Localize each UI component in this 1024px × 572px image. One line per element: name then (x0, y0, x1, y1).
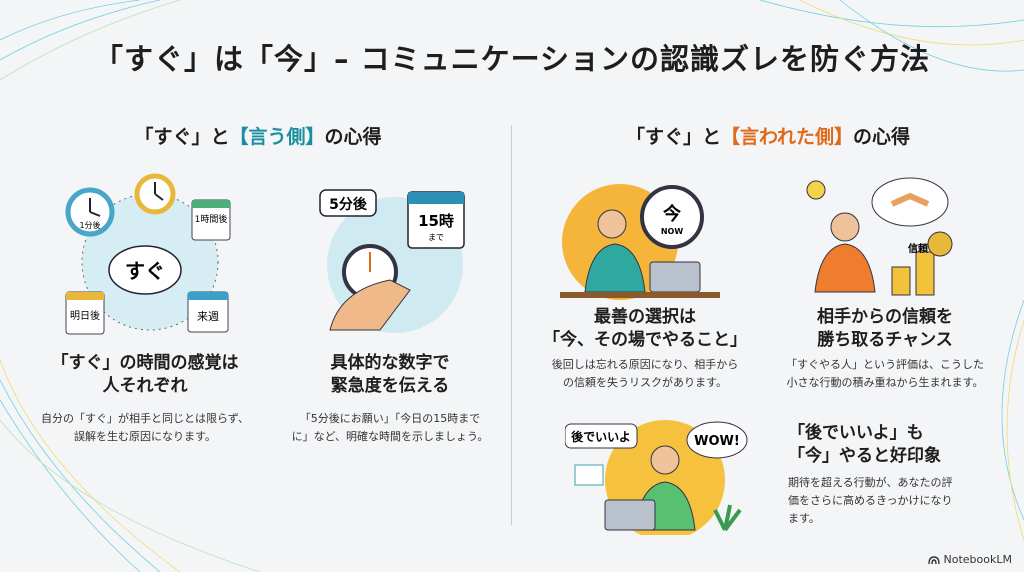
notebooklm-logo-icon (927, 555, 940, 564)
now-label: NOW (661, 227, 683, 236)
bubble-label: 5分後 (329, 196, 368, 213)
section-heading-listener: 「すぐ」と【言われた側】の心得 (568, 122, 968, 149)
wow-label: WOW! (694, 434, 740, 449)
hand-icon (329, 279, 411, 331)
card-trust: 相手からの信頼を 勝ち取るチャンス 「すぐやる人」という評価は、こうした 小さな… (775, 306, 995, 392)
section-heading-speaker: 「すぐ」と【言う側】の心得 (58, 122, 458, 149)
clock-label: 1分後 (79, 220, 100, 230)
bubble-label: 後でいいよ (571, 429, 631, 444)
card-description: 自分の「すぐ」が相手と同じとは限らず、 (40, 412, 249, 425)
card-title: 勝ち取るチャンス (817, 330, 953, 350)
wow-illustration: 後でいいよ WOW! (565, 420, 748, 535)
laptop-icon (604, 499, 656, 531)
calendar-icon (191, 199, 231, 241)
lightbulb-icon (806, 180, 826, 200)
stopwatch-icon (640, 185, 704, 249)
handshake-cloud-icon (871, 177, 949, 227)
now-kanji: 今 (663, 203, 682, 225)
card-description: 期待を超える行動が、あなたの評 (788, 476, 953, 489)
calendar-label: 明日後 (70, 309, 100, 322)
calendar-label: 来週 (197, 310, 219, 323)
person-icon (830, 212, 860, 242)
card-time-perception: 「すぐ」の時間の感覚は 人それぞれ 自分の「すぐ」が相手と同じとは限らず、 誤解… (40, 352, 250, 446)
heading-highlight: 【言う側】 (229, 126, 325, 148)
card-description: 価をさらに高めるきっかけになり (788, 494, 953, 507)
melting-clock-icon (134, 173, 176, 215)
card-title: 人それぞれ (102, 376, 188, 396)
calendar-icon (65, 291, 105, 335)
brand-name: NotebookLM (943, 553, 1012, 566)
do-it-now-illustration: 今 NOW (560, 184, 720, 300)
wow-bubble-icon (686, 421, 748, 459)
card-title: 「後でいいよ」も (788, 423, 924, 443)
card-description: 誤解を生む原因になります。 (74, 430, 216, 443)
heading-highlight: 【言われた側】 (720, 126, 854, 148)
card-do-it-now: 最善の選択は 「今、その場でやること」 後回しは忘れる原因になり、相手から の信… (535, 306, 755, 392)
speech-bubble-icon (565, 423, 638, 449)
coin-stack-icon (891, 251, 935, 296)
card-description: の信頼を失うリスクがあります。 (563, 376, 727, 389)
card-description: 「すぐやる人」という評価は、こうした (786, 358, 984, 371)
badge-icon (927, 231, 953, 257)
section-divider (511, 125, 512, 525)
plant-icon (713, 504, 742, 532)
card-title: 「今、その場でやること」 (543, 330, 747, 350)
card-title: 最善の選択は (594, 307, 696, 327)
card-specific-numbers: 具体的な数字で 緊急度を伝える 「5分後にお願い」「今日の15時まで に」など、… (285, 352, 495, 446)
card-title: 相手からの信頼を (817, 307, 953, 327)
brand-watermark: NotebookLM (927, 553, 1012, 566)
card-good-impression: 「後でいいよ」も 「今」やると好印象 期待を超える行動が、あなたの評 価をさらに… (788, 422, 988, 528)
calendar-label: 1時間後 (195, 213, 228, 225)
card-description: ます。 (788, 512, 820, 525)
thought-cloud-icon (108, 245, 182, 295)
heading-suffix: の心得 (324, 126, 382, 148)
calendar-sub: まで (428, 233, 444, 242)
page-title: 「すぐ」は「今」– コミュニケーションの認識ズレを防ぐ方法 (93, 42, 931, 76)
card-description: 「5分後にお願い」「今日の15時まで (299, 412, 481, 425)
time-perception-illustration: 1分後 1時間後 明日後 来週 すぐ (65, 173, 231, 335)
card-description: 小さな行動の積み重ねから生まれます。 (786, 376, 984, 389)
trust-label: 信頼 (908, 242, 929, 255)
card-title: 「今」やると好印象 (788, 446, 941, 466)
heading-suffix: の心得 (853, 126, 911, 148)
calendar-icon (407, 191, 465, 249)
calendar-icon (187, 291, 229, 333)
person-icon (650, 445, 680, 475)
card-description: に」など、明確な時間を示しましょう。 (291, 430, 489, 443)
laptop-icon (649, 261, 701, 293)
person-icon (597, 209, 627, 239)
card-title: 具体的な数字で (330, 353, 450, 373)
heading-prefix: 「すぐ」と (625, 126, 721, 148)
card-title: 緊急度を伝える (330, 376, 450, 396)
cloud-label: すぐ (125, 259, 165, 283)
melting-clock-icon (65, 187, 115, 237)
specific-time-illustration: 5分後 15時 まで (319, 189, 465, 333)
calendar-time: 15時 (418, 212, 454, 230)
card-description: 後回しは忘れる原因になり、相手から (551, 358, 739, 371)
card-title: 「すぐ」の時間の感覚は (51, 353, 239, 373)
trust-illustration: 信頼 (806, 177, 953, 296)
heading-prefix: 「すぐ」と (134, 126, 230, 148)
speech-bubble-icon (319, 189, 377, 217)
envelope-icon (574, 464, 604, 486)
